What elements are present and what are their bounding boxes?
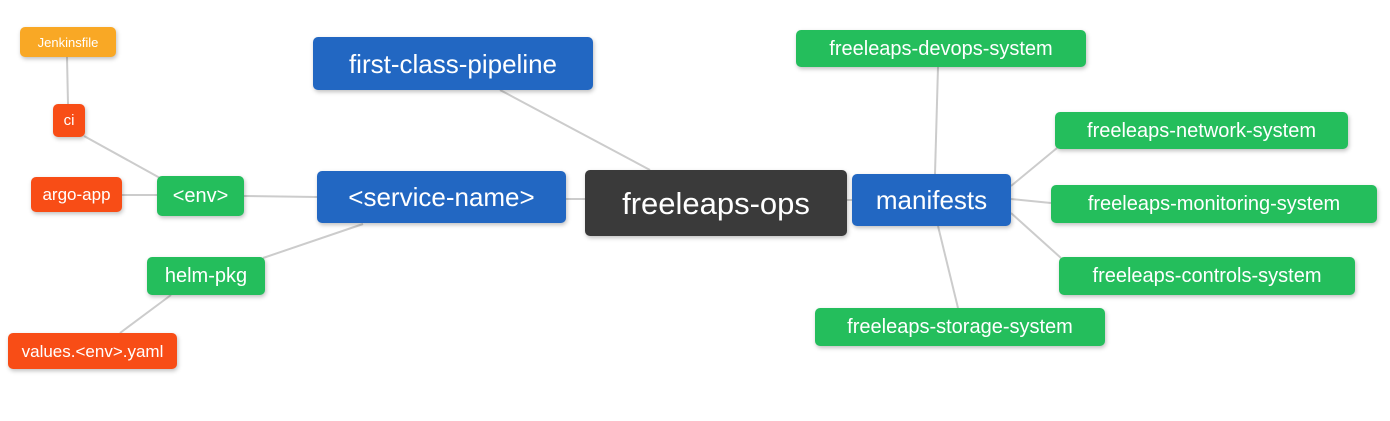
node-freeleaps-monitoring-system[interactable]: freeleaps-monitoring-system (1051, 185, 1377, 223)
node-helm-pkg[interactable]: helm-pkg (147, 257, 265, 295)
node-freeleaps-storage-system[interactable]: freeleaps-storage-system (815, 308, 1105, 346)
node-jenkinsfile[interactable]: Jenkinsfile (20, 27, 116, 57)
node-first-class-pipeline[interactable]: first-class-pipeline (313, 37, 593, 90)
node-service-name[interactable]: <service-name> (317, 171, 566, 223)
edge-manifests-monitoring (1010, 198, 1052, 204)
node-argo-app[interactable]: argo-app (31, 177, 122, 212)
node-manifests[interactable]: manifests (852, 174, 1011, 226)
edge-manifests-storage (937, 225, 959, 309)
node-values-env-yaml[interactable]: values.<env>.yaml (8, 333, 177, 369)
edge-env-service-name (243, 195, 318, 198)
edge-pipeline-freeleaps-ops (499, 89, 651, 171)
node-env[interactable]: <env> (157, 176, 244, 216)
edge-service-name-helm-pkg (262, 223, 364, 259)
edge-manifests-controls (1010, 212, 1062, 259)
node-freeleaps-ops[interactable]: freeleaps-ops (585, 170, 847, 236)
edge-helm-pkg-values (119, 294, 172, 334)
node-freeleaps-devops-system[interactable]: freeleaps-devops-system (796, 30, 1086, 67)
node-freeleaps-network-system[interactable]: freeleaps-network-system (1055, 112, 1348, 149)
edge-manifests-devops (934, 66, 939, 175)
node-freeleaps-controls-system[interactable]: freeleaps-controls-system (1059, 257, 1355, 295)
edge-ci-env (83, 135, 161, 179)
node-ci[interactable]: ci (53, 104, 85, 137)
edge-jenkinsfile-ci (66, 56, 69, 105)
edge-manifests-network (1010, 147, 1058, 187)
